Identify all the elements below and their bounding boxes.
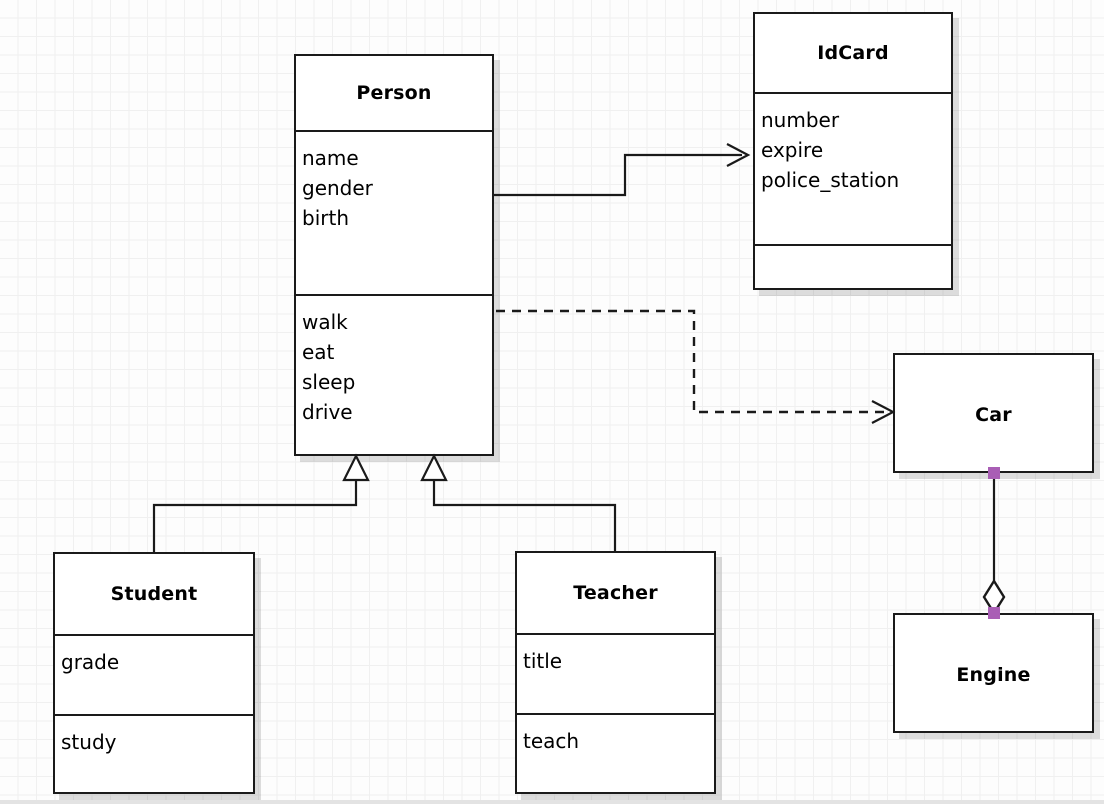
attribute-item: title bbox=[523, 649, 563, 673]
class-name-engine: Engine bbox=[956, 664, 1031, 686]
attribute-item: grade bbox=[61, 650, 120, 674]
attribute-item: birth bbox=[302, 206, 349, 230]
class-methods-section-person: walk eat sleep drive bbox=[296, 294, 492, 454]
class-box-car[interactable]: Car bbox=[893, 353, 1094, 473]
connector-person-idcard[interactable] bbox=[494, 143, 751, 197]
class-title-section-idcard: IdCard bbox=[755, 14, 951, 92]
class-box-engine[interactable]: Engine bbox=[893, 613, 1094, 733]
class-title-section-student: Student bbox=[55, 554, 253, 634]
class-methods-section-teacher: teach bbox=[517, 713, 714, 792]
class-attributes-section-student: grade bbox=[55, 634, 253, 714]
connector-person-car[interactable] bbox=[496, 309, 896, 424]
attribute-item: number bbox=[761, 108, 840, 132]
attribute-item: police_station bbox=[761, 168, 900, 192]
class-name-teacher: Teacher bbox=[573, 582, 658, 604]
class-box-person[interactable]: Person name gender birth walk eat sleep … bbox=[294, 54, 494, 456]
class-name-person: Person bbox=[356, 82, 432, 104]
class-title-section-engine: Engine bbox=[895, 615, 1092, 735]
connector-endpoint-handle-engine[interactable] bbox=[988, 607, 1000, 619]
class-box-student[interactable]: Student grade study bbox=[53, 552, 255, 794]
method-item: teach bbox=[523, 729, 580, 753]
attribute-item: gender bbox=[302, 176, 373, 200]
method-item: sleep bbox=[302, 370, 356, 394]
method-item: eat bbox=[302, 340, 335, 364]
class-attributes-section-person: name gender birth bbox=[296, 130, 492, 294]
class-attributes-section-idcard: number expire police_station bbox=[755, 92, 951, 244]
class-name-student: Student bbox=[110, 583, 198, 605]
class-title-section-teacher: Teacher bbox=[517, 553, 714, 633]
connector-teacher-person[interactable] bbox=[420, 453, 617, 551]
class-title-section-car: Car bbox=[895, 355, 1092, 475]
connector-endpoint-handle-car[interactable] bbox=[988, 467, 1000, 479]
method-item: walk bbox=[302, 310, 348, 334]
class-methods-section-student: study bbox=[55, 714, 253, 792]
class-name-idcard: IdCard bbox=[817, 42, 889, 64]
connector-student-person[interactable] bbox=[152, 453, 370, 552]
class-title-section-person: Person bbox=[296, 56, 492, 130]
class-box-idcard[interactable]: IdCard number expire police_station bbox=[753, 12, 953, 290]
connector-car-engine[interactable] bbox=[982, 473, 1006, 616]
class-box-teacher[interactable]: Teacher title teach bbox=[515, 551, 716, 794]
method-item: drive bbox=[302, 400, 353, 424]
attribute-item: name bbox=[302, 146, 359, 170]
attribute-item: expire bbox=[761, 138, 824, 162]
class-name-car: Car bbox=[975, 404, 1012, 426]
class-methods-section-idcard bbox=[755, 244, 951, 288]
canvas-bottom-edge bbox=[0, 800, 1104, 804]
method-item: study bbox=[61, 730, 117, 754]
class-attributes-section-teacher: title bbox=[517, 633, 714, 713]
